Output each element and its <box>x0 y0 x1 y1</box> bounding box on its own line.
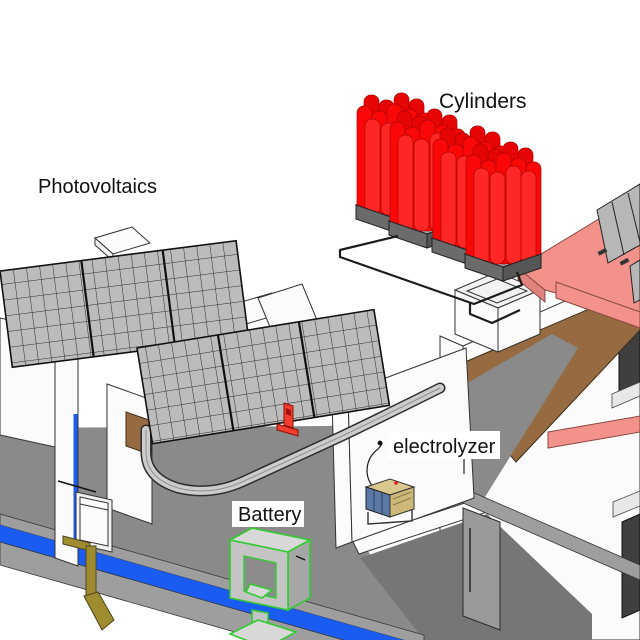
pv-array-rear <box>0 239 250 369</box>
label-electrolyzer: electrolyzer <box>393 436 496 458</box>
label-battery-bg <box>232 501 304 527</box>
blue-riser-pipe <box>73 414 78 546</box>
label-electrolyzer-bg <box>388 431 500 459</box>
roof-solar-panel-partial <box>629 259 640 304</box>
labels: Photovoltaics Cylinders Battery electrol… <box>38 90 527 527</box>
olive-pipe-vertical <box>85 545 97 601</box>
cable-conduit <box>140 382 446 497</box>
battery-stand-base <box>228 619 299 640</box>
electrolyzer-stand <box>367 509 413 525</box>
boiler-unit <box>57 480 115 631</box>
label-battery: Battery <box>238 504 301 526</box>
roof-solar-panel <box>596 183 640 264</box>
panel-mount-foot <box>619 257 630 266</box>
cylinder-bundle-4 <box>464 141 542 282</box>
label-photovoltaics: Photovoltaics <box>38 176 157 198</box>
flat-roof-salmon <box>517 183 640 317</box>
cable-end <box>377 440 383 446</box>
blue-pipe <box>0 525 403 640</box>
boiler-bracket-rod <box>57 480 97 493</box>
panel-mount-foot <box>597 247 608 256</box>
electrolyzer-unit <box>364 440 416 525</box>
label-cylinders: Cylinders <box>439 90 527 113</box>
window-lower-sill <box>612 490 640 518</box>
pv-array-front <box>136 308 391 445</box>
battery-unit <box>227 527 313 640</box>
interior-door <box>462 507 501 631</box>
electrolyzer-led <box>394 481 398 485</box>
salmon-beam-upper <box>555 281 640 329</box>
window-upper-sill <box>611 381 640 409</box>
olive-pipe-elbow <box>83 591 115 631</box>
salmon-beam-lower <box>547 415 640 449</box>
roof-access-box <box>453 271 542 353</box>
battery-pointer <box>295 555 306 561</box>
red-mount-bracket <box>276 402 299 437</box>
hydrogen-pipe <box>338 234 524 325</box>
